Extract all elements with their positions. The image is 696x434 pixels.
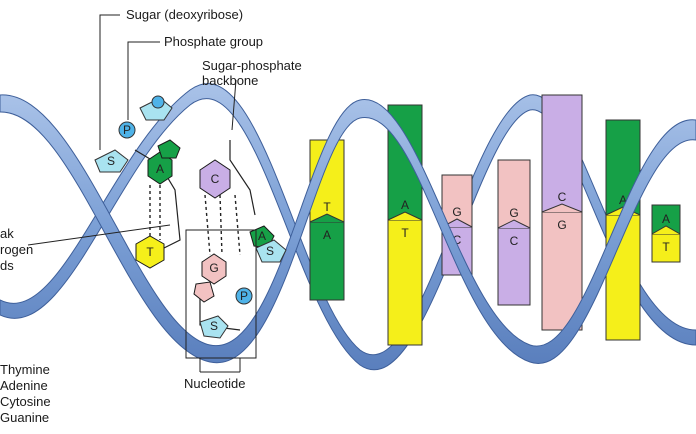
- sugar-letter-2: S: [210, 319, 218, 333]
- legend-guanine: Guanine: [0, 410, 49, 425]
- legend-adenine: Adenine: [0, 378, 48, 393]
- label-nucleotide: Nucleotide: [184, 376, 245, 391]
- base-letter-c: C: [211, 172, 220, 186]
- rung-7-bottom: [651, 233, 681, 263]
- backbone-strand-front: [0, 94, 696, 364]
- rung-2-bottom-label: T: [401, 226, 409, 240]
- cytosine-molecule: [199, 159, 231, 199]
- rung-2-top-label: A: [401, 198, 409, 212]
- rung-5-notch: [541, 203, 583, 213]
- rung-4-notch: [497, 219, 531, 229]
- rung-5-top: [541, 94, 583, 213]
- base-letter-g: G: [209, 261, 218, 275]
- rung-1-top-label: T: [323, 200, 331, 214]
- rung-7-bottom-label: T: [662, 240, 670, 254]
- label-weak-1: ak: [0, 226, 14, 241]
- base-letter-t: T: [146, 245, 154, 259]
- legend-cytosine: Cytosine: [0, 394, 51, 409]
- base-letter-a2: A: [258, 229, 266, 243]
- nucleotide-detail: S P A C T G A S P S: [94, 95, 287, 373]
- phosphate-letter-2: P: [240, 289, 248, 303]
- rung-2-notch: [387, 211, 423, 221]
- legend-thymine: Thymine: [0, 362, 50, 377]
- rung-5-bottom: [541, 211, 583, 331]
- label-weak-2: rogen: [0, 242, 33, 257]
- sugar-letter: S: [107, 154, 115, 168]
- rung-1-bottom: [309, 221, 345, 301]
- phosphate-letter: P: [123, 123, 131, 137]
- phosphate-icon: [118, 121, 136, 139]
- rung-7-notch: [651, 225, 681, 235]
- rung-7-top-label: A: [662, 212, 670, 226]
- label-backbone-1: Sugar-phosphate: [202, 58, 302, 73]
- label-phosphate: Phosphate group: [164, 34, 263, 49]
- rung-3-top-label: G: [452, 205, 461, 219]
- rung-6-top-label: A: [619, 193, 627, 207]
- nucleotide-bracket: [185, 229, 257, 359]
- rung-3-bottom-label: C: [453, 233, 462, 247]
- label-backbone-2: backbone: [202, 73, 258, 88]
- rung-5-bottom-label: G: [557, 218, 566, 232]
- rung-1-bottom-label: A: [323, 228, 331, 242]
- sugar-icon: [94, 149, 129, 173]
- label-leaders: [27, 14, 237, 246]
- label-weak-3: ds: [0, 258, 14, 273]
- guanine-molecule: [201, 253, 227, 285]
- backbone-strand-back: [0, 83, 696, 370]
- rung-4-top: [497, 159, 531, 229]
- rung-7-top: [651, 204, 681, 235]
- base-letter-a: A: [156, 162, 164, 176]
- rung-4-top-label: G: [509, 206, 518, 220]
- rung-4-bottom: [497, 227, 531, 306]
- label-sugar: Sugar (deoxyribose): [126, 7, 243, 22]
- rung-1-notch: [309, 213, 345, 223]
- rung-4-bottom-label: C: [510, 234, 519, 248]
- rung-2-bottom: [387, 219, 423, 346]
- thymine-molecule: [135, 235, 165, 269]
- legend: Thymine Adenine Cytosine Guanine: [0, 362, 51, 425]
- rung-5-top-label: C: [558, 190, 567, 204]
- base-letter-s2: S: [266, 244, 274, 258]
